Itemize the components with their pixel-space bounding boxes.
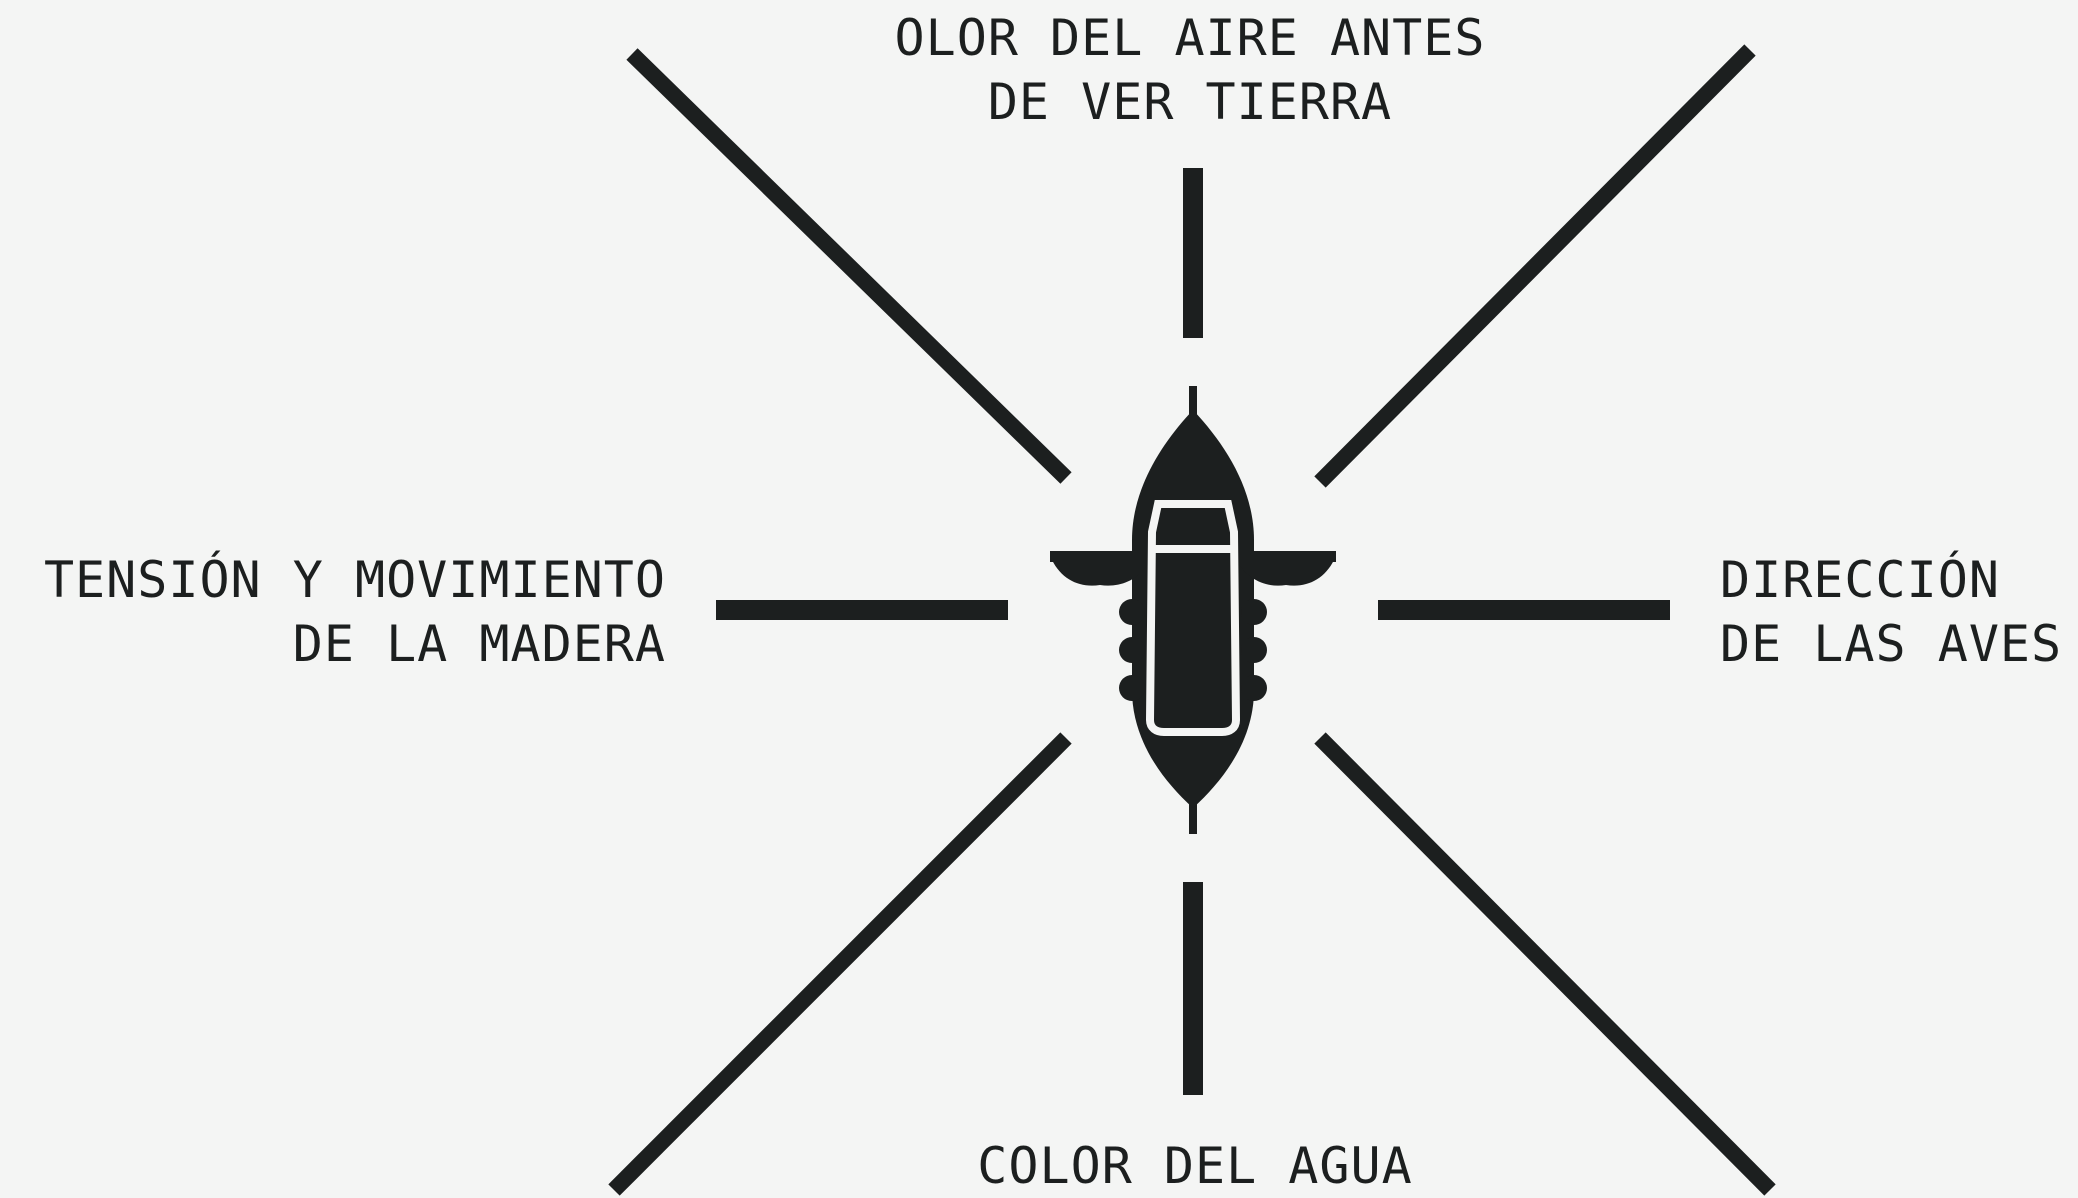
oar-paddle-right	[1236, 560, 1334, 586]
rowlock-right-1	[1241, 599, 1267, 625]
boat-top-view-icon	[1050, 386, 1336, 834]
rowlock-right-3	[1241, 675, 1267, 701]
oar-paddle-left	[1052, 560, 1150, 586]
label-left-line1: TENSIÓN Y MOVIMIENTO	[43, 551, 666, 609]
label-bottom-line1: COLOR DEL AGUA	[977, 1137, 1413, 1195]
label-air-smell: OLOR DEL AIRE ANTES DE VER TIERRA	[640, 6, 1740, 134]
label-bird-direction: DIRECCIÓN DE LAS AVES	[1720, 548, 2078, 676]
stern-spike	[1189, 800, 1197, 834]
hull	[1132, 410, 1254, 808]
seat-band	[1152, 545, 1234, 553]
rowlock-left-1	[1119, 599, 1145, 625]
bow-spike	[1189, 386, 1197, 420]
rowlock-left-3	[1119, 675, 1145, 701]
label-left-line2: DE LA MADERA	[292, 615, 666, 673]
ray-bottom-right	[1314, 732, 1776, 1196]
label-wood-tension: TENSIÓN Y MOVIMIENTO DE LA MADERA	[0, 548, 666, 676]
ray-top-right	[1314, 44, 1756, 488]
rowlock-right-2	[1241, 637, 1267, 663]
label-right-line1: DIRECCIÓN	[1720, 551, 2000, 609]
cockpit-outline	[1145, 500, 1241, 736]
label-water-color: COLOR DEL AGUA	[840, 1134, 1550, 1198]
label-right-line2: DE LAS AVES	[1720, 615, 2063, 673]
label-top-line1: OLOR DEL AIRE ANTES	[894, 9, 1486, 67]
rowlock-left-2	[1119, 637, 1145, 663]
oar-bar	[1050, 551, 1336, 562]
label-top-line2: DE VER TIERRA	[987, 73, 1393, 131]
ray-top-left	[626, 48, 1072, 484]
ray-bottom-left	[608, 732, 1072, 1196]
